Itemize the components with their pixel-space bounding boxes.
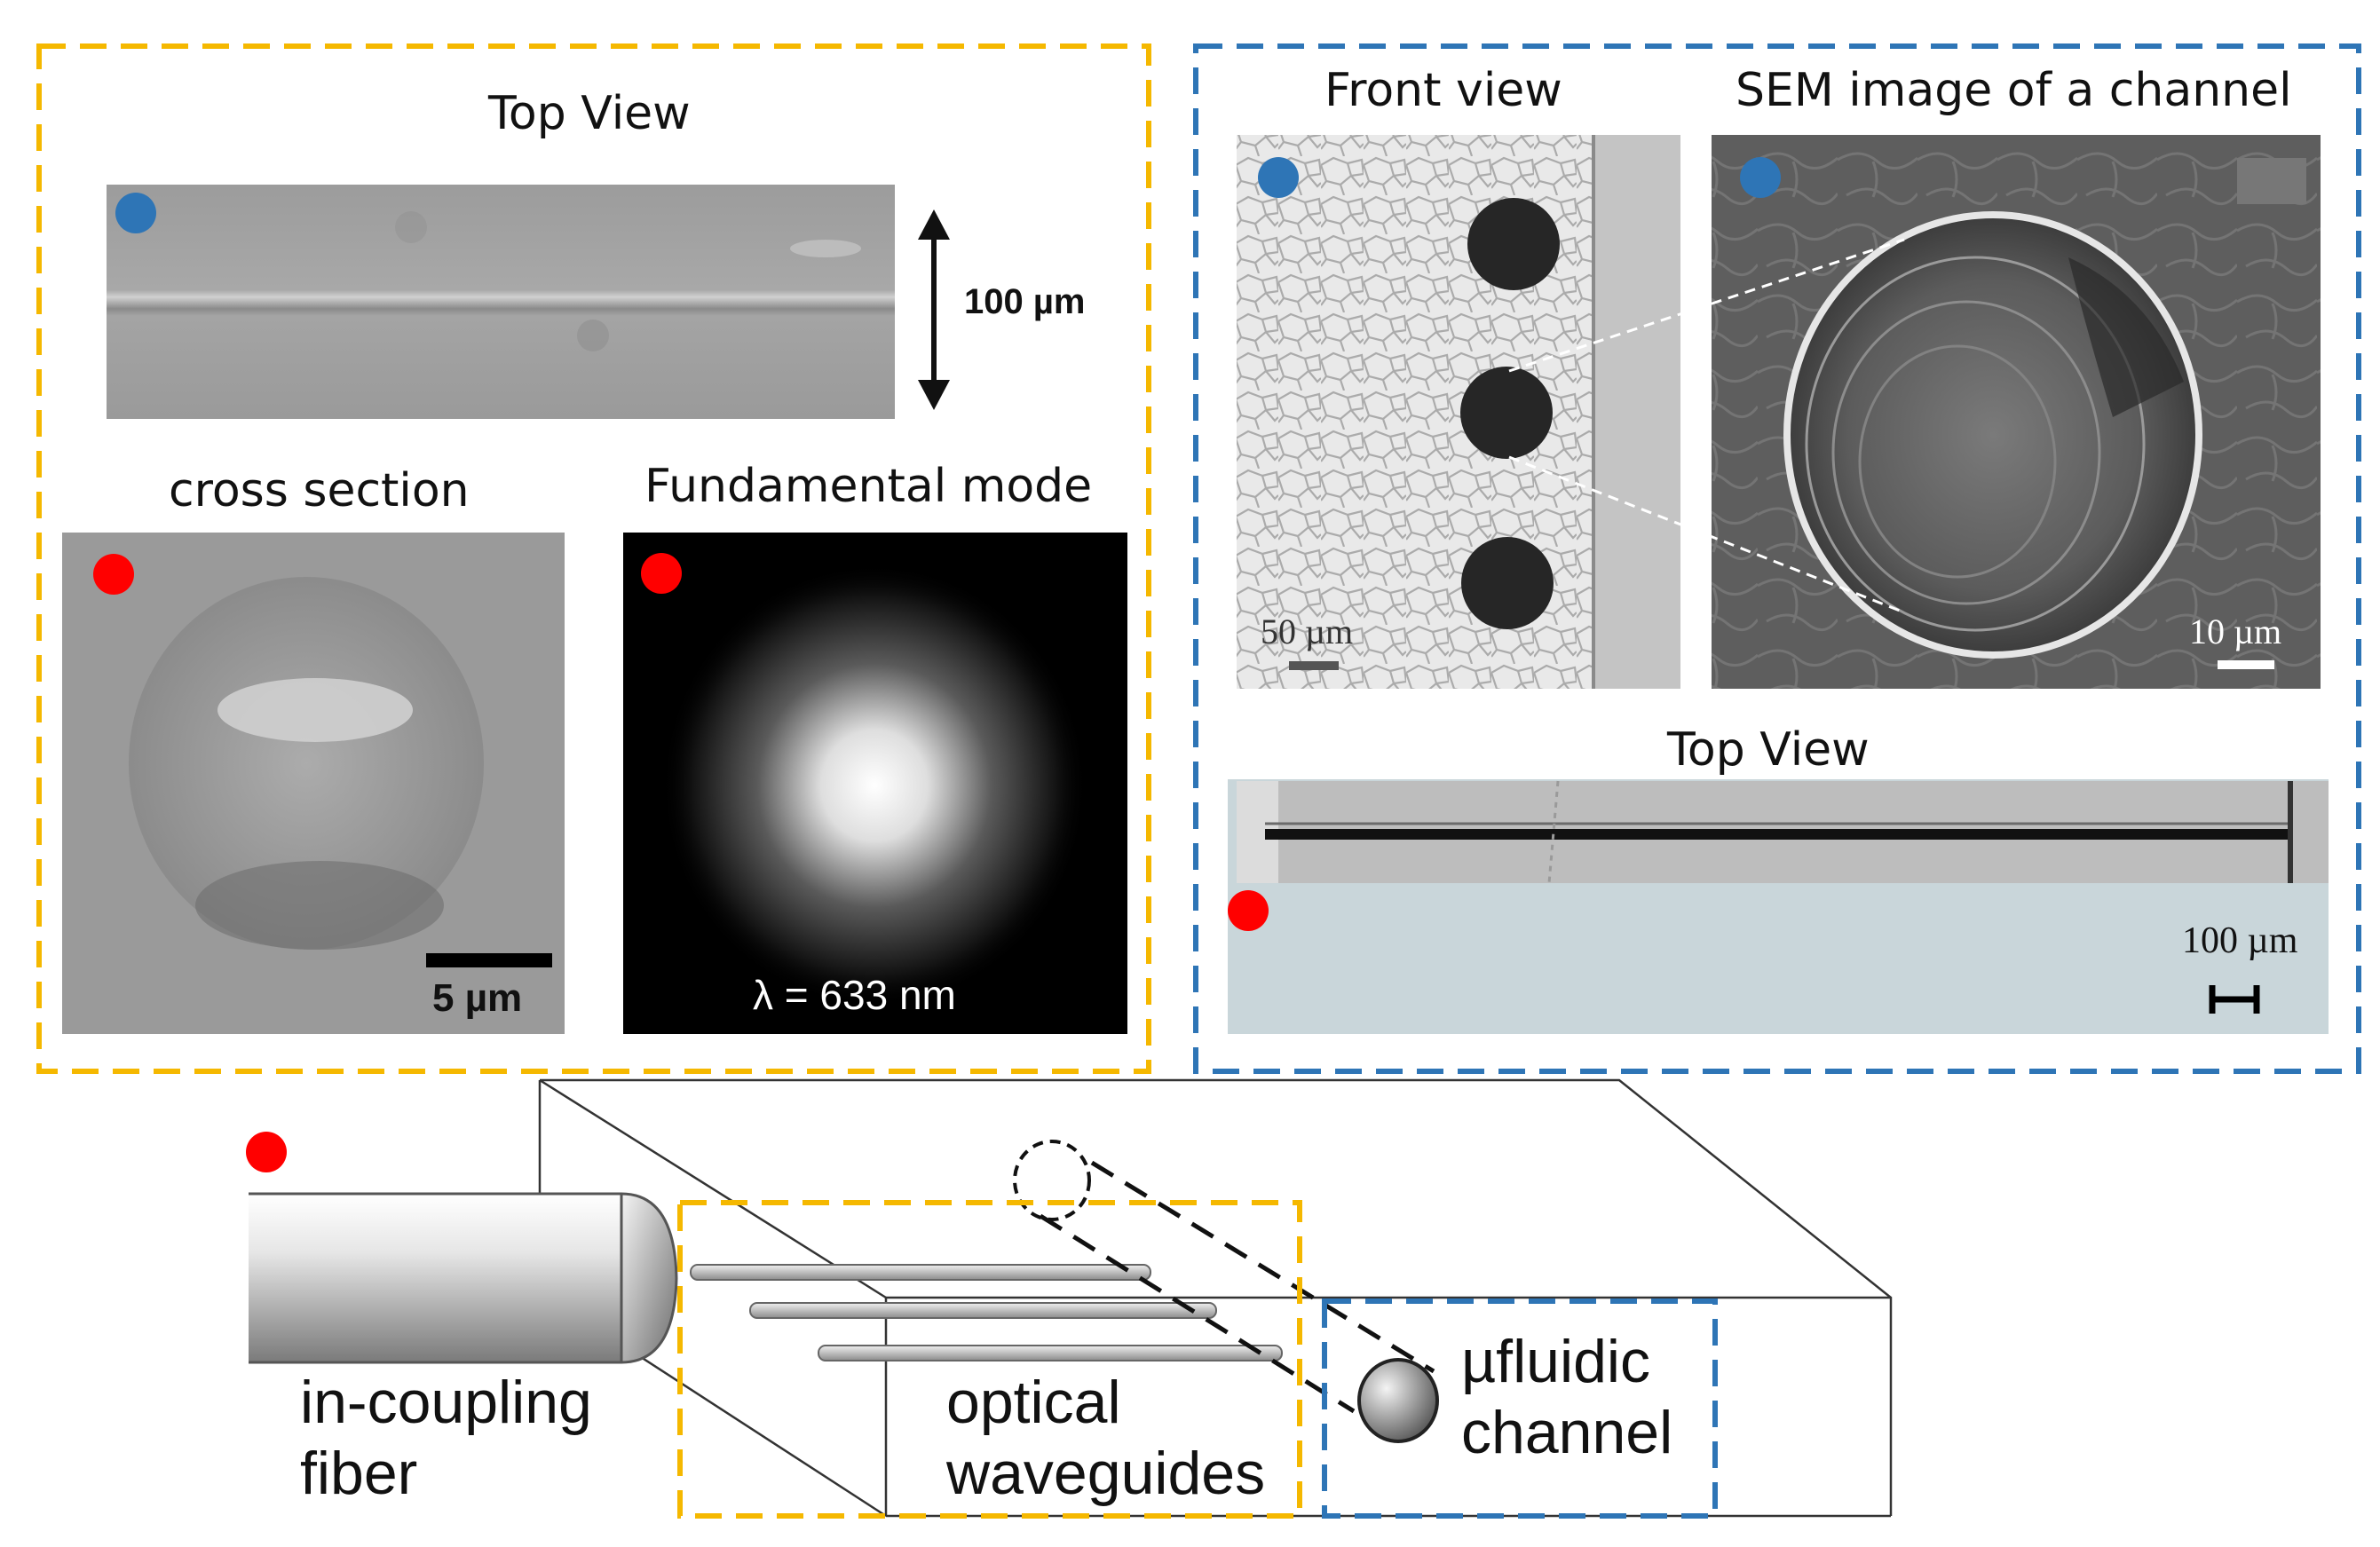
microfluidic-channel (1013, 1140, 1439, 1443)
waveguide-panel-frame (36, 43, 1151, 1074)
channel-top-view-scale-label: 100 µm (2182, 920, 2298, 961)
zoom-line (1508, 238, 1905, 373)
fundamental-mode-title: Fundamental mode (644, 460, 1093, 513)
channel-top-view-image (1228, 779, 2329, 1034)
red-marker (246, 1132, 287, 1172)
wavelength-label: λ = 633 nm (753, 972, 956, 1018)
waveguides-label-line1: optical (946, 1369, 1121, 1436)
sem-channel-image (1712, 135, 2321, 689)
fiber-label-line1: in-coupling (300, 1369, 592, 1436)
waveguide-scale-label: 100 µm (964, 282, 1086, 321)
channel-label-line2: channel (1461, 1399, 1673, 1466)
blue-marker (1740, 157, 1781, 198)
cross-section-title: cross section (169, 464, 470, 517)
in-coupling-fiber (249, 1192, 678, 1364)
fiber-label-line2: fiber (300, 1440, 418, 1507)
waveguide-top-view-title: Top View (488, 87, 691, 140)
red-marker (1228, 890, 1269, 931)
cross-section-scale-label: 5 µm (432, 976, 523, 1020)
front-view-image (1237, 135, 1680, 689)
cross-section-image (62, 533, 565, 1034)
scale-double-arrow (918, 209, 950, 410)
channel-top-view-title: Top View (1667, 723, 1870, 777)
sem-scale-label: 10 µm (2189, 612, 2282, 651)
sem-title: SEM image of a channel (1736, 64, 2292, 117)
waveguide-top-view-image (107, 185, 895, 419)
waveguides-label-line2: waveguides (946, 1440, 1266, 1507)
red-marker (641, 553, 682, 594)
chip-block (538, 1078, 1893, 1518)
waveguide-region-frame (677, 1200, 1302, 1519)
fiber-label: in-coupling fiber (300, 1367, 592, 1509)
channel-region-frame (1322, 1298, 1718, 1519)
waveguides-label: optical waveguides (946, 1367, 1265, 1509)
blue-marker (1258, 157, 1299, 198)
fundamental-mode-image (623, 533, 1127, 1034)
front-view-scale-label: 50 µm (1261, 612, 1354, 651)
optical-waveguides (690, 1264, 1283, 1362)
blue-marker (115, 193, 156, 233)
channel-panel-frame (1193, 43, 2361, 1074)
channel-label-line1: µfluidic (1461, 1328, 1651, 1395)
front-view-title: Front view (1324, 64, 1562, 117)
channel-label: µfluidic channel (1461, 1326, 1672, 1468)
red-marker (93, 554, 134, 595)
